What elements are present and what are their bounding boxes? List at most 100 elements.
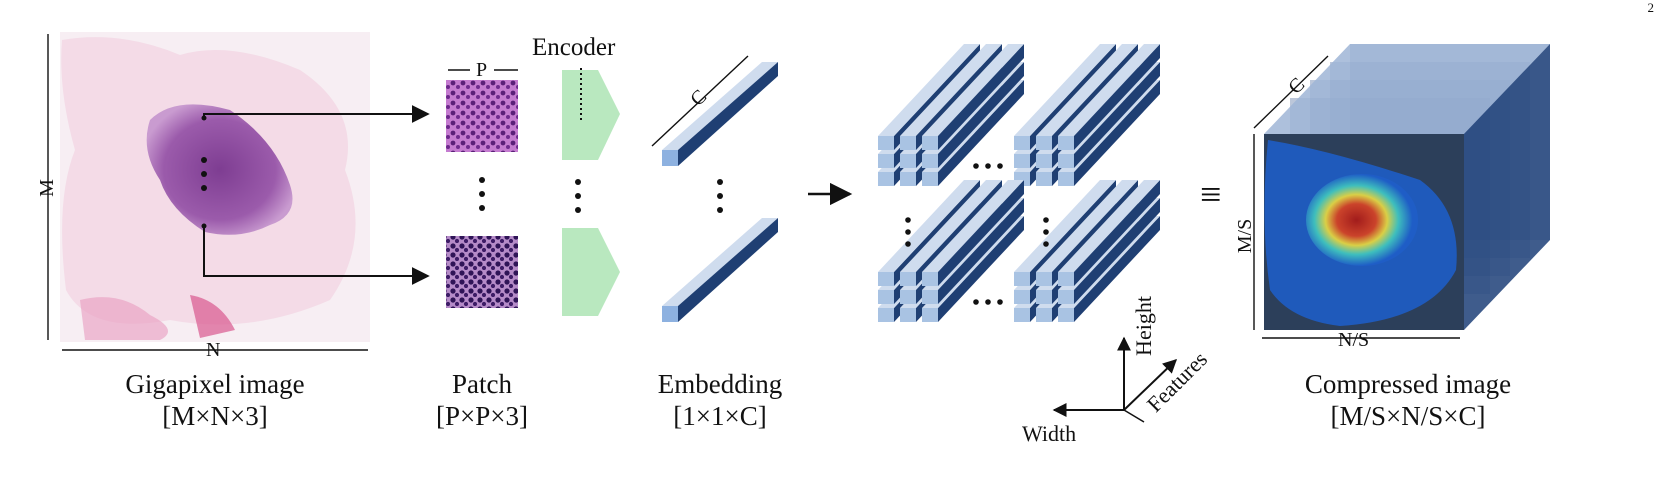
grid-bar-side xyxy=(1074,44,1160,150)
embeddings xyxy=(651,55,778,322)
label-dim-ms: M/S xyxy=(1234,218,1257,254)
ellipsis-dot xyxy=(479,177,485,183)
grid-bar-front xyxy=(1036,172,1052,186)
grid-bar-front xyxy=(1014,290,1030,304)
label-dim-p: P xyxy=(476,59,488,81)
grid-bar-front xyxy=(900,272,916,286)
grid-bar-side xyxy=(938,180,1024,286)
label-dim-ns: N/S xyxy=(1338,329,1370,351)
grid-bar-side xyxy=(938,216,1024,322)
dim-line-c2 xyxy=(1253,55,1329,129)
ellipsis-dot xyxy=(1043,241,1049,247)
axis-label-width: Width xyxy=(1022,421,1077,446)
grid-bar-front xyxy=(1014,154,1030,168)
grid-bar-front xyxy=(1058,272,1074,286)
ellipsis-dot xyxy=(973,299,979,305)
grid-bar-front xyxy=(922,154,938,168)
grid-bar-side xyxy=(938,62,1024,168)
compressed-image-cube xyxy=(1253,44,1550,339)
caption-gigapixel-title: Gigapixel image xyxy=(125,369,305,399)
embedding-bar-top-face xyxy=(662,218,778,306)
caption-embedding-dims: [1×1×C] xyxy=(673,401,767,431)
grid-bar-side xyxy=(938,198,1024,304)
stroma-region xyxy=(80,297,168,340)
grid-bar-side xyxy=(1074,198,1160,304)
grid-bar-side xyxy=(1074,216,1160,322)
grid-bar-top xyxy=(1058,44,1160,136)
tumor-region xyxy=(146,104,293,235)
grid-bar-side xyxy=(1074,62,1160,168)
encoder xyxy=(562,68,620,316)
grid-bar-front xyxy=(1014,308,1030,322)
grid-bar-front xyxy=(922,272,938,286)
caption-compressed: Compressed image [M/S×N/S×C] xyxy=(1278,368,1538,432)
embedding-grid xyxy=(878,44,1160,322)
grid-bar-front xyxy=(1058,172,1074,186)
encoder-shape-top xyxy=(562,70,620,160)
grid-bar-top xyxy=(1014,44,1116,136)
grid-bar-front xyxy=(1058,154,1074,168)
grid-bar-front xyxy=(900,172,916,186)
grid-bar-front xyxy=(922,136,938,150)
grid-bar-top xyxy=(922,44,1024,136)
grid-bar-front xyxy=(1036,272,1052,286)
caption-compressed-title: Compressed image xyxy=(1304,369,1512,399)
embedding-bar-side xyxy=(678,62,778,166)
grid-bar-front xyxy=(922,308,938,322)
grid-bar-top xyxy=(1036,180,1138,272)
ellipsis-dot xyxy=(575,207,581,213)
ellipsis-dot xyxy=(717,179,723,185)
caption-embedding-title: Embedding xyxy=(657,369,783,399)
grid-bar-front xyxy=(1058,290,1074,304)
grid-bar-top xyxy=(878,180,980,272)
grid-bar-top xyxy=(900,180,1002,272)
grid-bar-top xyxy=(1058,180,1160,272)
ellipsis-dot xyxy=(1043,217,1049,223)
caption-embedding: Embedding [1×1×C] xyxy=(630,368,810,432)
grid-bar-front xyxy=(878,154,894,168)
grid-bar-top xyxy=(878,44,980,136)
caption-gigapixel-dims: [M×N×3] xyxy=(162,401,268,431)
label-dim-m: M xyxy=(35,179,58,197)
caption-patch-title: Patch xyxy=(452,369,512,399)
grid-bar-front xyxy=(1036,290,1052,304)
gigapixel-image xyxy=(47,32,430,351)
ellipsis-dot xyxy=(479,205,485,211)
ellipsis-dot xyxy=(717,193,723,199)
ellipsis-dot xyxy=(997,163,1003,169)
grid-ellipses xyxy=(905,163,1049,305)
page-number: 2 xyxy=(1647,0,1655,15)
ellipsis-dot xyxy=(717,207,723,213)
cube-top-face xyxy=(1264,44,1550,134)
grid-bar-front xyxy=(900,308,916,322)
ellipsis-dot xyxy=(905,241,911,247)
grid-bar-front xyxy=(922,172,938,186)
axes-indicator xyxy=(1052,336,1178,423)
grid-bar-front xyxy=(1014,136,1030,150)
grid-bar-front xyxy=(1036,308,1052,322)
ellipsis-dot xyxy=(201,185,207,191)
grid-bar-side xyxy=(1074,80,1160,186)
caption-patch: Patch [P×P×3] xyxy=(412,368,552,432)
patch-bottom xyxy=(446,236,518,308)
axis-label-height: Height xyxy=(1130,296,1156,356)
ellipsis-dot xyxy=(201,171,207,177)
grid-bar-front xyxy=(878,172,894,186)
caption-gigapixel: Gigapixel image [M×N×3] xyxy=(90,368,340,432)
arrow-top-patch xyxy=(203,105,430,123)
ellipsis-dot xyxy=(201,157,207,163)
grid-bar-side xyxy=(938,44,1024,150)
grid-bar-top xyxy=(900,44,1002,136)
grid-bar-top xyxy=(1014,180,1116,272)
grid-bar-front xyxy=(900,290,916,304)
grid-bar-front xyxy=(878,290,894,304)
patches xyxy=(446,69,518,308)
arrow-bottom-patch xyxy=(203,226,430,285)
ellipsis-dot xyxy=(973,163,979,169)
embedding-bar-front xyxy=(662,150,678,166)
grid-bar-front xyxy=(878,136,894,150)
grid-bar-front xyxy=(900,136,916,150)
ellipsis-dot xyxy=(479,191,485,197)
cube-side-face xyxy=(1464,44,1550,330)
